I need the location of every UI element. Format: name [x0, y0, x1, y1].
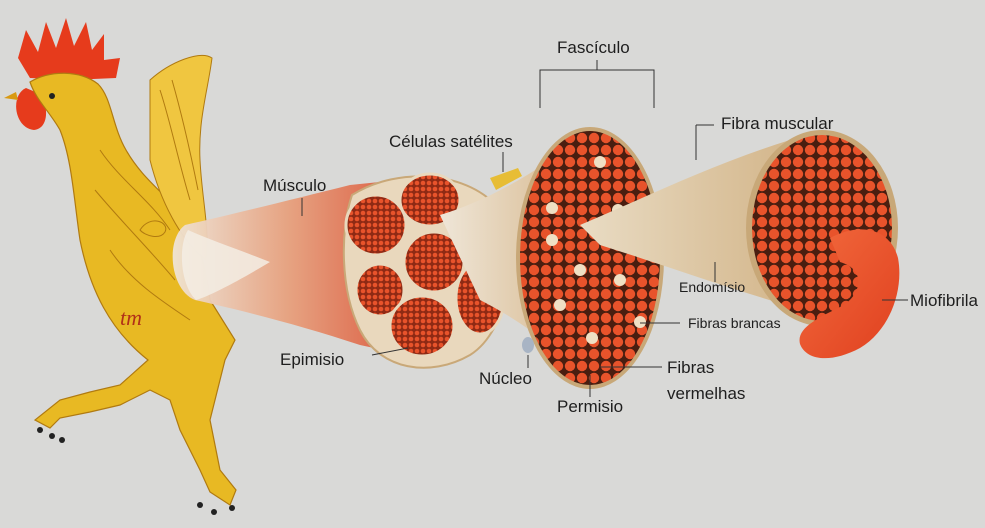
- label-fibras-vermelhas-line2: vermelhas: [667, 385, 745, 404]
- label-endomisio: Endomísio: [679, 280, 745, 295]
- rooster-beak: [4, 92, 18, 100]
- label-fibras-vermelhas-line1: Fibras: [667, 359, 714, 378]
- label-fasciculo: Fascículo: [557, 39, 630, 58]
- fascicle-nucleus: [522, 337, 534, 353]
- label-fibras-brancas: Fibras brancas: [688, 316, 781, 331]
- label-celulas-satelites: Células satélites: [389, 133, 513, 152]
- fascicle-bundle: [390, 296, 454, 356]
- fascicle-bundle: [346, 195, 406, 255]
- rooster-comb: [18, 18, 120, 80]
- label-permisio: Permisio: [557, 398, 623, 417]
- rooster-eye: [49, 93, 55, 99]
- label-miofibrila: Miofibrila: [910, 292, 978, 311]
- label-nucleo: Núcleo: [479, 370, 532, 389]
- artist-signature: tm: [120, 305, 142, 330]
- label-fibra-muscular: Fibra muscular: [721, 115, 833, 134]
- label-musculo: Músculo: [263, 177, 326, 196]
- label-epimisio: Epimisio: [280, 351, 344, 370]
